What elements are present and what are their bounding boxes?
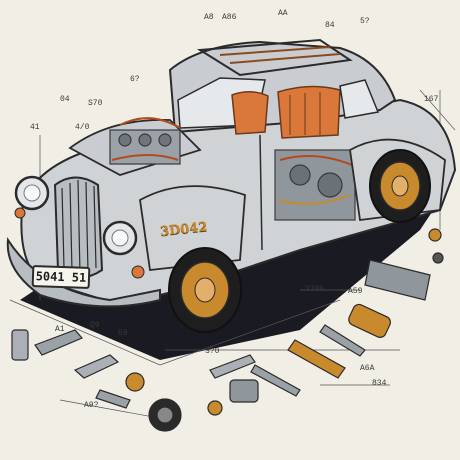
callout-label: 59 <box>118 329 128 338</box>
callout-label: A9? <box>84 401 99 410</box>
side-mechanics <box>274 149 356 221</box>
wheel-rear <box>369 149 431 223</box>
callout-label: A8 <box>204 13 214 22</box>
callout-label: 4/0 <box>75 123 90 132</box>
grille <box>53 176 104 279</box>
callout-label: 5? <box>360 17 370 26</box>
callout-label: 834 <box>372 379 387 388</box>
seat-rear <box>277 85 341 139</box>
callout-label: A59 <box>348 287 363 296</box>
callout-label: AA <box>278 9 288 18</box>
callout-label: 84 <box>325 21 335 30</box>
car-body <box>20 38 457 307</box>
callout-label: 167 <box>424 95 439 104</box>
license-plate: 5041 51 <box>31 264 91 290</box>
callout-label: 3?0 <box>205 347 220 356</box>
roof-rack <box>196 38 353 77</box>
callout-label: A1 <box>55 325 65 334</box>
callout-label: S70 <box>88 99 103 108</box>
headlights <box>14 175 145 279</box>
wheel-front <box>168 247 242 333</box>
rear-window <box>339 79 380 119</box>
callout-label: A6A <box>360 364 375 373</box>
front-fender <box>139 185 246 271</box>
seat-front <box>231 91 269 135</box>
callout-label: 6? <box>130 75 140 84</box>
callout-label: 3706 <box>305 285 325 294</box>
callout-label: 04 <box>60 95 70 104</box>
callout-label: Q9 <box>90 321 100 330</box>
callout-label: 41 <box>30 123 40 132</box>
exploded-parts <box>11 228 444 432</box>
callout-label: A86 <box>222 13 237 22</box>
engine-block <box>109 117 181 165</box>
